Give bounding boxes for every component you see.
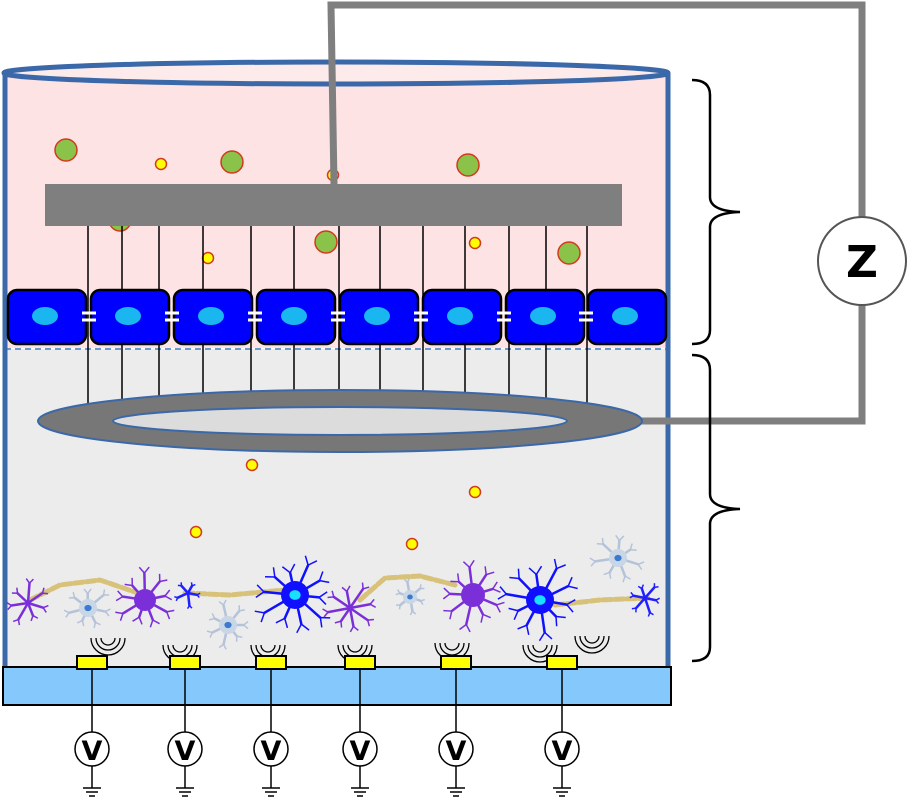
mea-electrode-pad: [170, 656, 200, 669]
cell-nucleus: [612, 307, 638, 325]
dendrite-branch: [341, 621, 342, 627]
dendrite-branch: [458, 573, 459, 581]
plate-electrode: [45, 184, 622, 226]
neuron-nucleus: [141, 596, 150, 604]
voltmeter-label: V: [446, 736, 467, 767]
dendrite-branch: [485, 566, 486, 574]
dendrite-branch: [556, 616, 557, 626]
dendrite-branch: [239, 610, 244, 611]
mea-electrode-pad: [547, 656, 577, 669]
dendrite-branch: [328, 597, 334, 598]
dendrite-branch: [42, 593, 48, 594]
dendrite-branch: [368, 619, 374, 620]
dendrite: [188, 593, 189, 606]
large-particle: [457, 154, 479, 176]
dendrite-branch: [17, 588, 18, 594]
dendrite-branch: [602, 538, 603, 544]
cell-nucleus: [281, 307, 307, 325]
large-particle: [55, 139, 77, 161]
dendrite-branch: [399, 605, 400, 609]
dendrite-branch: [362, 583, 363, 589]
voltmeter-label: V: [261, 736, 282, 767]
dendrite-branch: [509, 578, 519, 579]
mea-electrode-pad: [345, 656, 375, 669]
small-particle: [247, 460, 258, 471]
dendrite-branch: [420, 584, 421, 588]
neuron-nucleus: [289, 590, 300, 600]
large-particle: [221, 151, 243, 173]
dendrite-branch: [104, 590, 105, 596]
small-particle: [203, 253, 214, 264]
cell-nucleus: [115, 307, 141, 325]
dendrite-branch: [556, 616, 566, 617]
small-particle: [470, 238, 481, 249]
ring-electrode-inner: [113, 407, 567, 435]
neuron-nucleus: [614, 555, 621, 561]
vessel-rim: [4, 62, 668, 84]
small-particle: [191, 527, 202, 538]
impedance-meter: Z: [818, 217, 906, 305]
apical-brace: [692, 80, 740, 344]
voltmeter-label: V: [350, 736, 371, 767]
mea-electrode-pad: [77, 656, 107, 669]
large-particle: [315, 231, 337, 253]
neuron-nucleus: [468, 591, 478, 599]
neuron-nucleus: [84, 605, 91, 611]
neuron-nucleus: [407, 595, 413, 600]
small-particle: [407, 539, 418, 550]
cell-nucleus: [364, 307, 390, 325]
cell-nucleus: [32, 307, 58, 325]
dendrite-branch: [18, 620, 19, 626]
small-particle: [156, 159, 167, 170]
large-particle: [558, 242, 580, 264]
cell-nucleus: [198, 307, 224, 325]
neuron-nucleus: [224, 622, 231, 628]
basal-brace: [692, 355, 740, 661]
mea-electrode-pad: [256, 656, 286, 669]
wire-bottom: [640, 305, 862, 421]
cell-nucleus: [447, 307, 473, 325]
dendrite-branch: [610, 572, 611, 578]
small-particle: [470, 487, 481, 498]
dendrite-branch: [630, 550, 636, 551]
cell-nucleus: [530, 307, 556, 325]
neuron-nucleus: [534, 595, 545, 605]
mea-electrode-pad: [441, 656, 471, 669]
dendrite-branch: [518, 569, 519, 579]
voltmeter-label: V: [552, 736, 573, 767]
dendrite: [28, 583, 30, 603]
voltmeter-label: V: [175, 736, 196, 767]
impedance-label: Z: [846, 237, 878, 288]
mea-base: [3, 667, 671, 705]
voltmeter-label: V: [82, 736, 103, 767]
dendrite-branch: [191, 582, 192, 585]
